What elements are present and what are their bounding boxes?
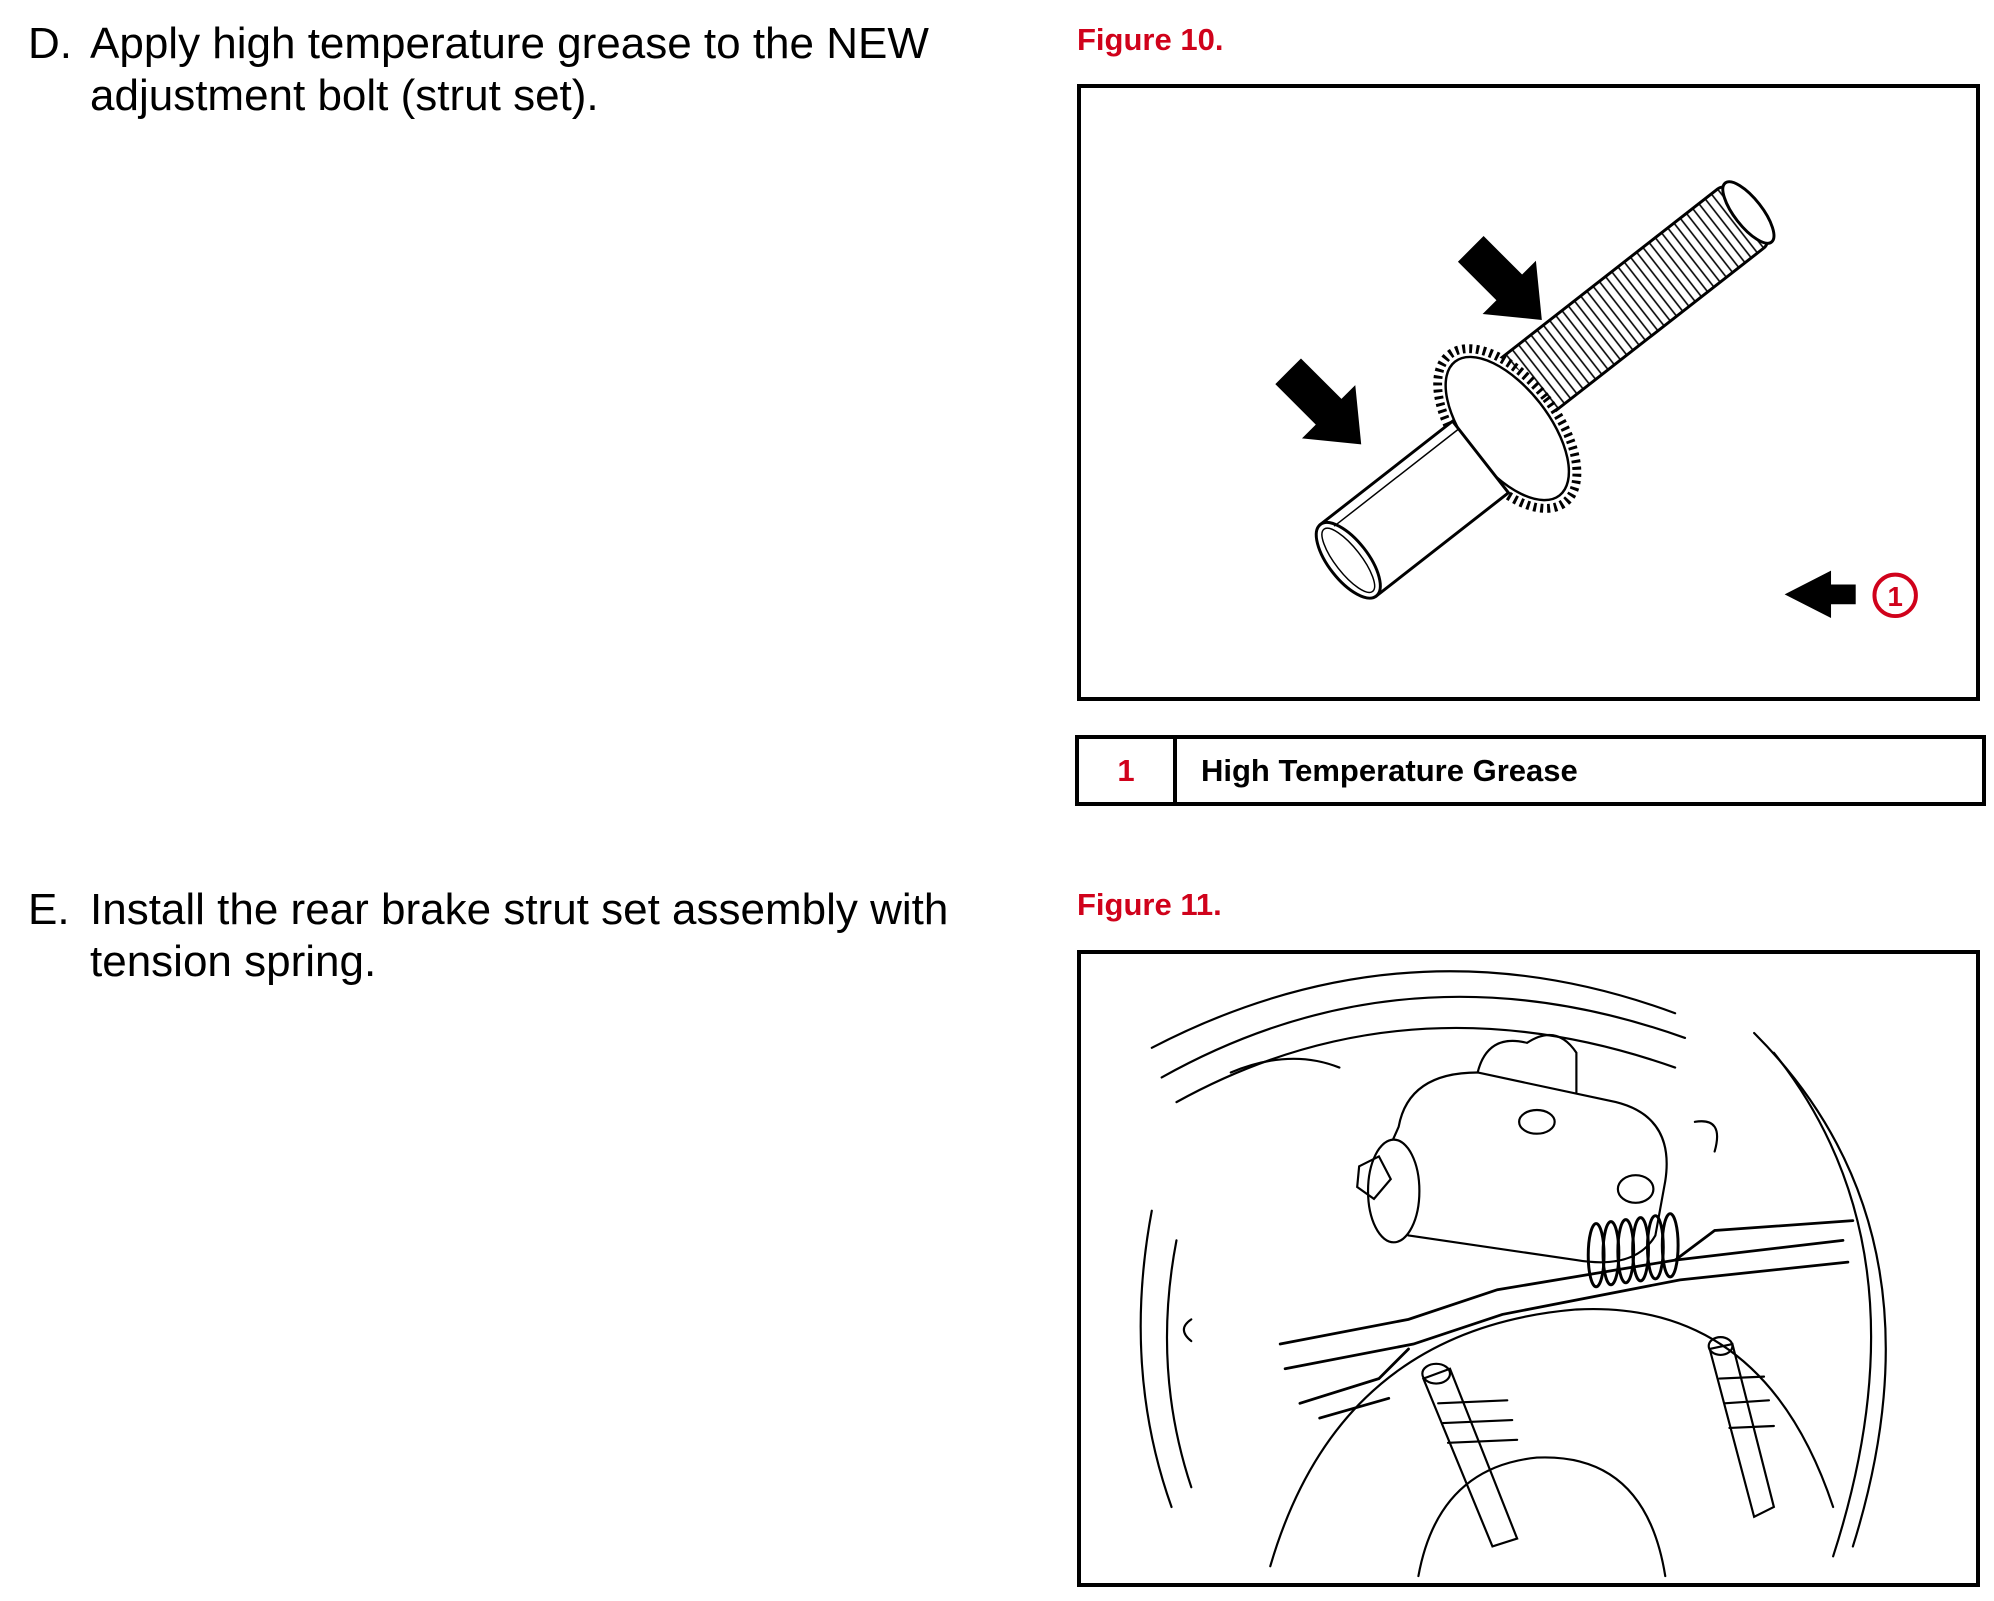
wheel-stud bbox=[1421, 1362, 1519, 1548]
detail-mark bbox=[1229, 1057, 1341, 1074]
detail-mark bbox=[1693, 1120, 1719, 1153]
backing-plate-rim bbox=[1772, 1051, 1873, 1558]
detail-mark bbox=[1182, 1318, 1193, 1343]
figure-title: Figure 10. bbox=[1077, 22, 1224, 57]
arrow-down-right-icon bbox=[1275, 358, 1362, 445]
step-text: Install the rear brake strut set assembl… bbox=[90, 885, 949, 986]
figure-10-frame: 1 bbox=[1077, 84, 1980, 701]
legend-number: 1 bbox=[1079, 739, 1177, 802]
figure-11-frame bbox=[1077, 950, 1980, 1587]
strut-bar bbox=[1278, 1219, 1855, 1420]
step-letter: D. bbox=[28, 19, 72, 68]
hub-drum bbox=[1269, 1307, 1835, 1568]
backing-plate-rim bbox=[1753, 1031, 1887, 1548]
backing-plate-arc bbox=[1175, 1026, 1677, 1104]
plain-shaft bbox=[1314, 419, 1511, 600]
arrow-left-icon bbox=[1784, 570, 1856, 619]
callout-number: 1 bbox=[1887, 581, 1902, 612]
brake-assembly-illustration bbox=[1139, 970, 1887, 1578]
step-text: Apply high temperature grease to the NEW… bbox=[90, 19, 929, 120]
backing-plate-arc bbox=[1150, 970, 1677, 1049]
tension-spring bbox=[1586, 1212, 1680, 1289]
callout-circle-icon bbox=[1872, 572, 1918, 619]
step-letter: E. bbox=[28, 885, 70, 934]
legend-label: High Temperature Grease bbox=[1201, 752, 1578, 788]
backing-plate-rim bbox=[1165, 1239, 1193, 1489]
hub-drum bbox=[1417, 1456, 1667, 1578]
wheel-stud bbox=[1707, 1336, 1776, 1519]
backing-plate-arc bbox=[1160, 995, 1687, 1079]
figure-title: Figure 11. bbox=[1077, 887, 1222, 922]
wheel-cylinder bbox=[1356, 1033, 1668, 1264]
arrow-down-right-icon bbox=[1457, 236, 1542, 320]
backing-plate-rim bbox=[1139, 1209, 1173, 1509]
adjustment-bolt-illustration: 1 bbox=[1275, 180, 1918, 619]
legend-table: 1 High Temperature Grease bbox=[1075, 735, 1986, 806]
